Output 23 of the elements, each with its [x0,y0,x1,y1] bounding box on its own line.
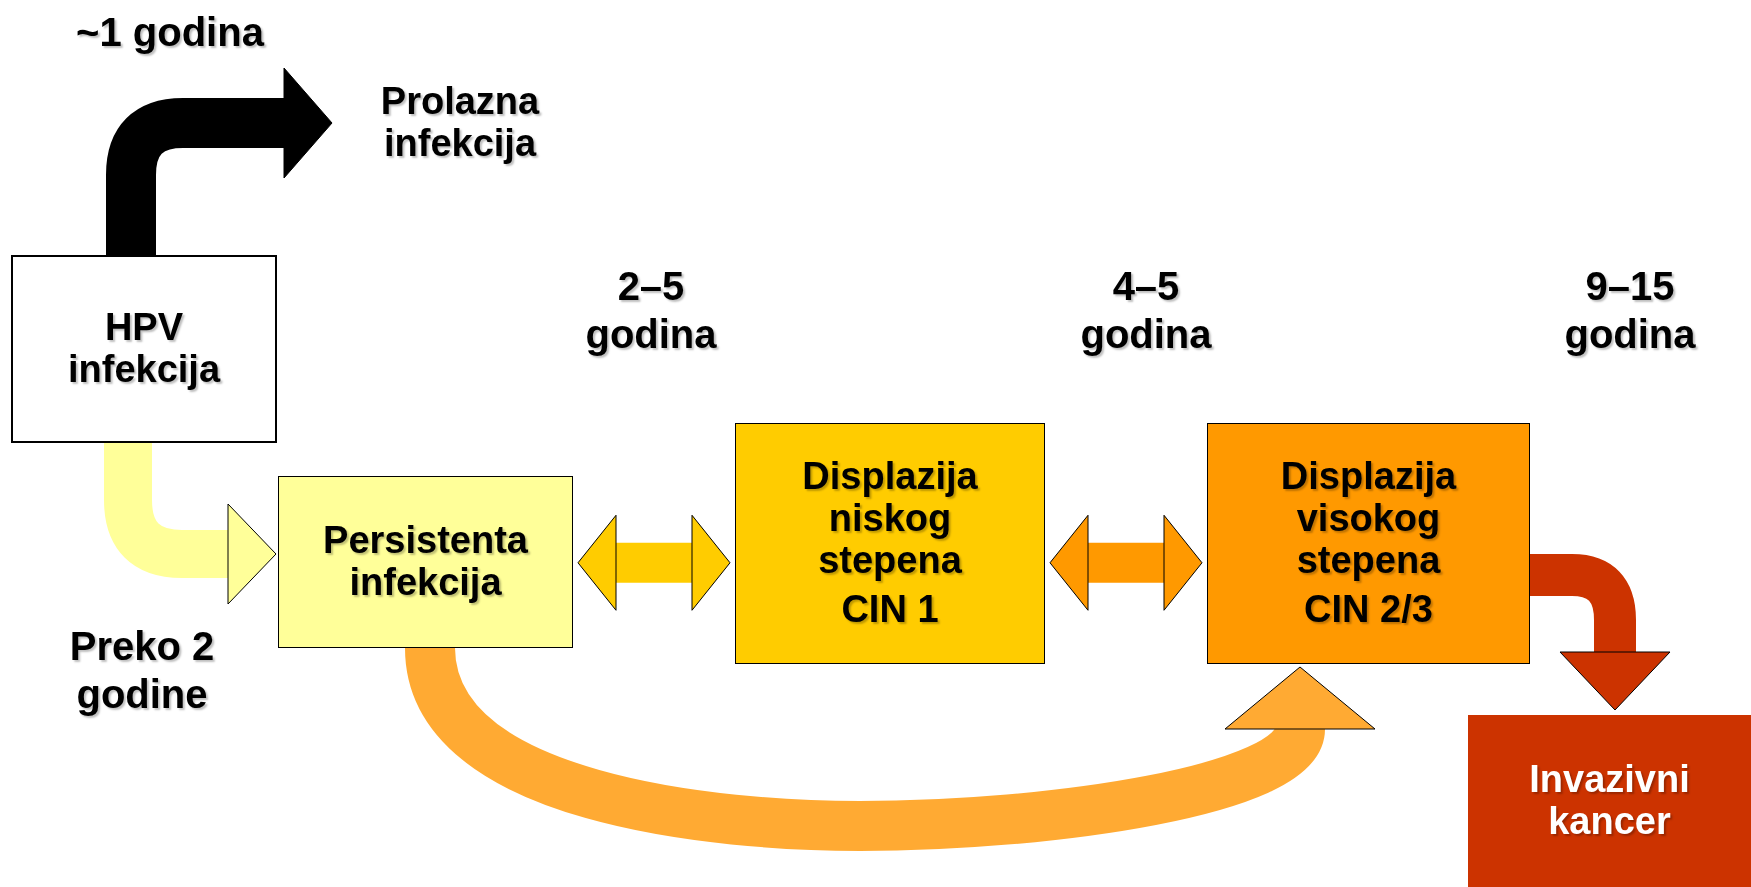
node-text: CIN 2/3 [1304,589,1433,632]
duration-label: 4–5 godina [1079,263,1213,358]
block-arrow [577,514,731,611]
node-text: HPV infekcija [66,307,222,391]
node-text: Invazivni kancer [1528,759,1691,843]
process-box [11,255,277,443]
process-box [1468,715,1751,887]
duration-label: Preko 2 godine [68,623,216,718]
block-arrow [1049,514,1203,611]
block-arrow [106,67,333,255]
block-arrow [104,443,277,605]
duration-label: 9–15 godina [1563,263,1697,358]
block-arrow [1530,554,1671,711]
duration-label: 2–5 godina [584,263,718,358]
node-text: Displazija niskog stepena [801,455,979,582]
process-box [1207,423,1530,664]
node-text: Persistenta infekcija [322,520,529,604]
node-text: CIN 1 [841,589,939,632]
process-box [735,423,1045,664]
process-box [278,476,573,648]
duration-label: ~1 godina [75,9,266,56]
node-text: Displazija visokog stepena [1279,455,1458,582]
node-text: Prolazna infekcija [379,80,541,165]
